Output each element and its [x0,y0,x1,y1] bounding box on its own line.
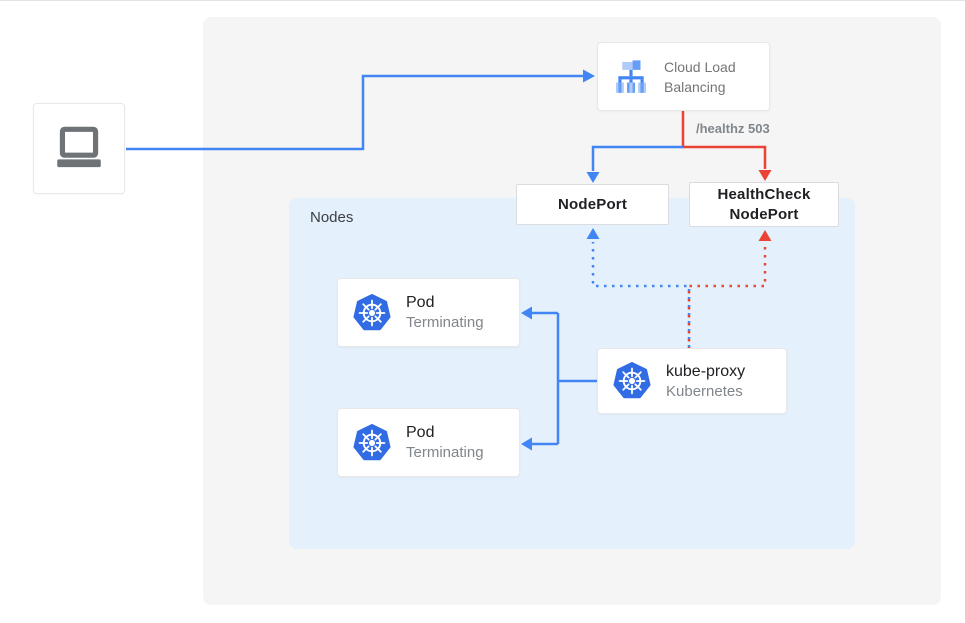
healthcheck-nodeport-node: HealthCheck NodePort [689,182,839,227]
cloud-load-balancing-node: Cloud Load Balancing [597,42,770,111]
pod-status: Terminating [406,444,484,461]
kube-proxy-node: kube-proxy Kubernetes [597,348,787,414]
kubernetes-icon [353,293,391,330]
pod-title: Pod [406,424,435,441]
kubernetes-icon [613,362,651,399]
load-balancer-icon [615,59,647,93]
pod-node-2: Pod Terminating [337,408,520,477]
healthcheck-nodeport-label-line2: NodePort [729,205,799,223]
pod-node-1: Pod Terminating [337,278,520,347]
nodeport-label: NodePort [557,195,628,213]
kube-proxy-text: kube-proxy Kubernetes [666,361,745,402]
kube-proxy-title: kube-proxy [666,362,746,380]
cloud-load-balancing-label: Cloud Load Balancing [664,58,736,95]
healthz-status-label: /healthz 503 [696,121,770,136]
pod-title: Pod [406,294,435,311]
healthcheck-nodeport-label-line1: HealthCheck [717,185,811,203]
nodeport-node: NodePort [516,184,669,225]
laptop-icon [57,126,101,167]
kubernetes-icon [353,423,391,460]
kube-proxy-subtitle: Kubernetes [666,382,743,400]
client-node [33,103,125,194]
pod-text: Pod Terminating [406,422,484,463]
pod-status: Terminating [406,314,484,331]
nodes-group-label: Nodes [310,209,354,226]
pod-text: Pod Terminating [406,292,484,333]
